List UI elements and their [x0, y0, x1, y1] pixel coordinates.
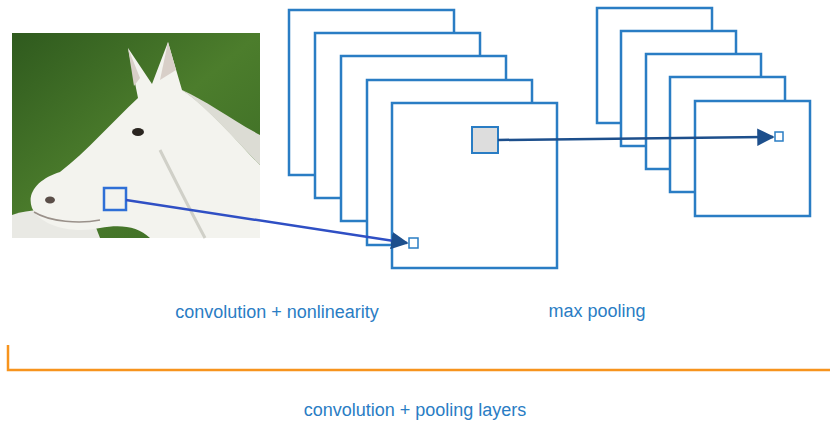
- pooled-feature-maps: [597, 8, 810, 216]
- group-label: convolution + pooling layers: [304, 399, 527, 421]
- conv-arrow: [126, 200, 407, 243]
- pool-output-cell: [775, 132, 783, 141]
- conv-output-cell: [409, 238, 418, 248]
- receptive-field: [104, 188, 126, 210]
- stage-label: max pooling: [548, 300, 645, 322]
- layer-bracket: [8, 345, 830, 370]
- pool-arrow: [498, 137, 773, 140]
- stage-label: convolution + nonlinearity: [175, 301, 379, 323]
- horse-photo: [12, 33, 260, 238]
- pooling-window: [472, 127, 498, 153]
